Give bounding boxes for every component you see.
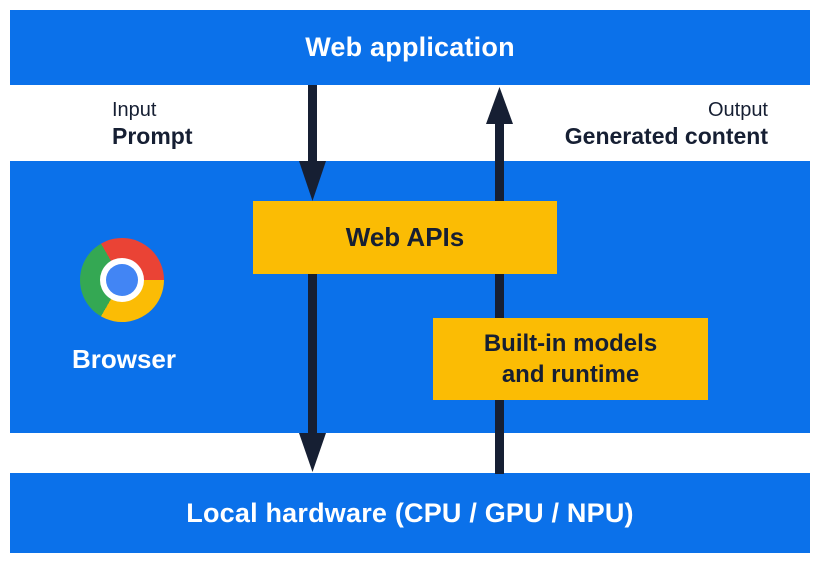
input-flow-label: Input Prompt [112, 97, 193, 149]
input-value: Prompt [112, 123, 193, 149]
generated-content-arrowhead [486, 87, 513, 124]
browser-label: Browser [71, 344, 177, 374]
output-caption: Output [707, 99, 768, 121]
input-caption: Input [112, 99, 157, 121]
prompt-arrowhead-bottom [299, 433, 326, 472]
builtin-models-label-line1: Built-in models [483, 330, 658, 357]
web-apis-label: Web APIs [345, 222, 465, 252]
local-hardware-bar: Local hardware (CPU / GPU / NPU) [10, 473, 810, 553]
generated-content-arrow-line [495, 123, 504, 474]
builtin-models-box: Built-in models and runtime [433, 318, 708, 400]
output-flow-label: Output Generated content [565, 97, 768, 149]
chrome-logo-blue-center [106, 264, 138, 296]
chrome-logo-icon [80, 238, 164, 322]
web-apis-box: Web APIs [253, 201, 557, 274]
output-value: Generated content [564, 123, 768, 149]
local-hardware-label: Local hardware (CPU / GPU / NPU) [186, 497, 634, 528]
builtin-models-label-line2: and runtime [501, 361, 640, 388]
web-application-label: Web application [305, 32, 515, 62]
web-application-bar: Web application [10, 10, 810, 85]
prompt-arrow-line-bottom [308, 274, 317, 434]
prompt-arrow-line-top [308, 85, 317, 161]
